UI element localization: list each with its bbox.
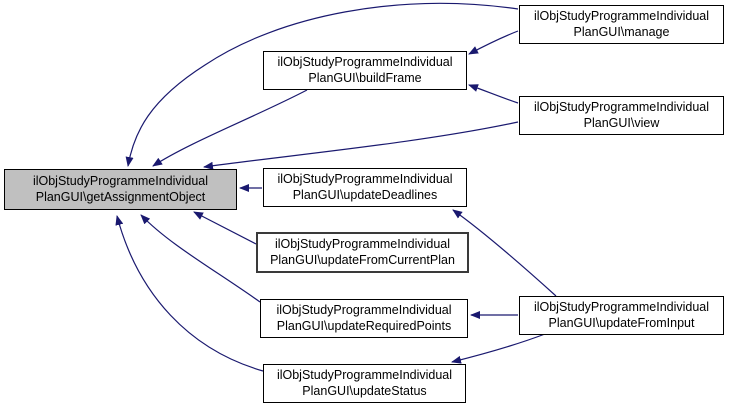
node-updatedeadlines[interactable]: ilObjStudyProgrammeIndividual PlanGUI\up…: [263, 168, 467, 207]
node-label-line2: PlanGUI\view: [583, 115, 660, 130]
node-updaterequiredpoints[interactable]: ilObjStudyProgrammeIndividual PlanGUI\up…: [260, 299, 468, 338]
edge-view-to-buildFrame: [468, 84, 519, 104]
node-label-line1: ilObjStudyProgrammeIndividual: [533, 300, 710, 315]
node-label-line2: PlanGUI\updateFromInput: [548, 315, 695, 330]
node-label-line2: PlanGUI\updateFromCurrentPlan: [270, 252, 455, 267]
node-label-line1: ilObjStudyProgrammeIndividual: [277, 55, 453, 70]
node-label-line2: PlanGUI\updateRequiredPoints: [276, 318, 452, 333]
edge-updateFromCurrentPlan-to-getAssignmentObject: [193, 211, 257, 245]
node-label-line1: ilObjStudyProgrammeIndividual: [274, 237, 451, 252]
node-label-line1: ilObjStudyProgrammeIndividual: [276, 368, 453, 383]
node-updatefrominput[interactable]: ilObjStudyProgrammeIndividual PlanGUI\up…: [519, 296, 724, 335]
node-label-line2: PlanGUI\getAssignmentObject: [35, 189, 206, 204]
edge-manage-to-buildFrame: [468, 30, 519, 55]
node-updatefromcurrentplan[interactable]: ilObjStudyProgrammeIndividual PlanGUI\up…: [256, 232, 469, 273]
node-getassignmentobject[interactable]: ilObjStudyProgrammeIndividual PlanGUI\ge…: [4, 169, 237, 210]
edge-updateStatus-to-getAssignmentObject: [115, 215, 264, 372]
node-view[interactable]: ilObjStudyProgrammeIndividual PlanGUI\vi…: [519, 96, 724, 135]
node-label-line2: PlanGUI\updateStatus: [302, 383, 427, 398]
edge-updateFromInput-to-updateDeadlines: [452, 209, 557, 297]
node-buildframe[interactable]: ilObjStudyProgrammeIndividual PlanGUI\bu…: [263, 51, 467, 90]
node-updatestatus[interactable]: ilObjStudyProgrammeIndividual PlanGUI\up…: [263, 364, 466, 403]
node-label-line1: ilObjStudyProgrammeIndividual: [533, 100, 710, 115]
edge-view-to-getAssignmentObject: [203, 121, 519, 170]
edge-updateFromInput-to-updateStatus: [451, 333, 546, 364]
node-manage[interactable]: ilObjStudyProgrammeIndividual PlanGUI\ma…: [519, 5, 724, 44]
node-label-line2: PlanGUI\manage: [573, 24, 670, 39]
node-label-line2: PlanGUI\buildFrame: [308, 70, 422, 85]
node-label-line1: ilObjStudyProgrammeIndividual: [276, 303, 452, 318]
node-label-line1: ilObjStudyProgrammeIndividual: [32, 174, 209, 189]
node-label-line2: PlanGUI\updateDeadlines: [292, 187, 438, 202]
node-label-line1: ilObjStudyProgrammeIndividual: [277, 172, 453, 187]
edge-updateRequiredPoints-to-getAssignmentObject: [140, 214, 261, 303]
edge-manage-to-getAssignmentObject: [125, 2, 519, 167]
node-label-line1: ilObjStudyProgrammeIndividual: [533, 9, 710, 24]
edge-buildFrame-to-getAssignmentObject: [152, 89, 308, 167]
